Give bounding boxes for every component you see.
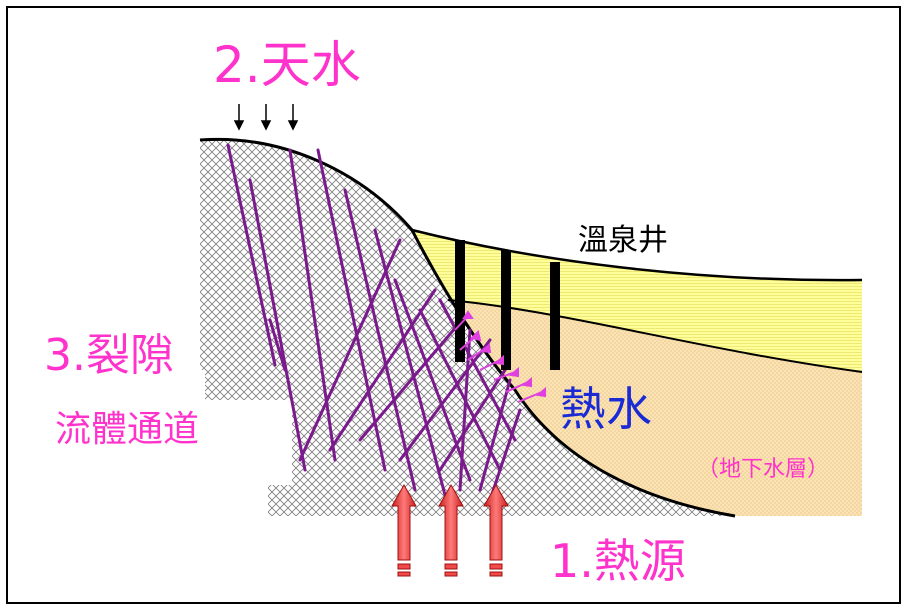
seepage-arrow-icon bbox=[454, 310, 546, 403]
rain-arrow-icon bbox=[233, 104, 299, 131]
diagram-frame bbox=[6, 6, 901, 604]
hot-spring-wells bbox=[455, 240, 560, 370]
aquifer-label: （地下水層） bbox=[697, 457, 830, 482]
aquifer-top-line bbox=[447, 299, 863, 373]
hot-spring-well-label: 溫泉井 bbox=[578, 223, 668, 258]
heat-source-label: 1.熱源 bbox=[550, 534, 686, 588]
hot-water-label: 熱水 bbox=[560, 382, 652, 436]
fracture-lines bbox=[226, 143, 522, 502]
well-1 bbox=[455, 240, 465, 362]
sediment-layer bbox=[412, 230, 862, 372]
sediment-top-line bbox=[411, 228, 863, 282]
rain-label: 2.天水 bbox=[213, 36, 361, 94]
heat-arrow-icon bbox=[391, 483, 509, 577]
fluid-channel-label: 流體通道 bbox=[55, 409, 200, 450]
fracture-label: 3.裂隙 bbox=[44, 330, 174, 381]
well-3 bbox=[550, 262, 560, 370]
well-2 bbox=[501, 250, 511, 370]
